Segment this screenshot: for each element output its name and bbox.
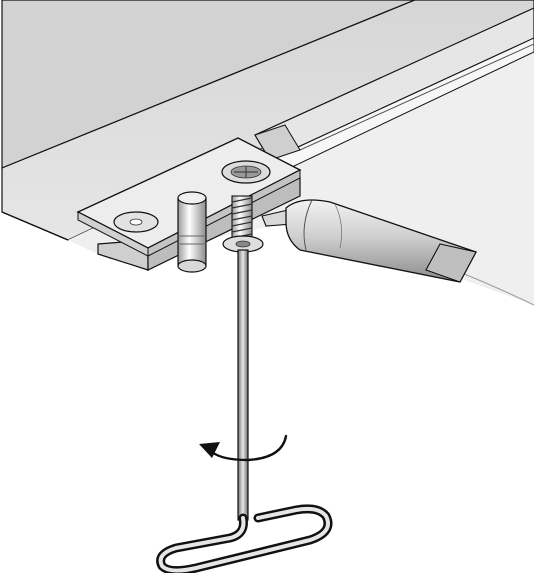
washer (113, 211, 159, 233)
countersunk-screw (221, 160, 271, 184)
mounting-rail (254, 7, 534, 169)
rotation-arrow (199, 434, 288, 462)
threaded-stud (222, 195, 264, 253)
guide-pin (177, 191, 207, 273)
glue-tube (261, 199, 477, 283)
t-handle-hex-key (156, 249, 333, 573)
